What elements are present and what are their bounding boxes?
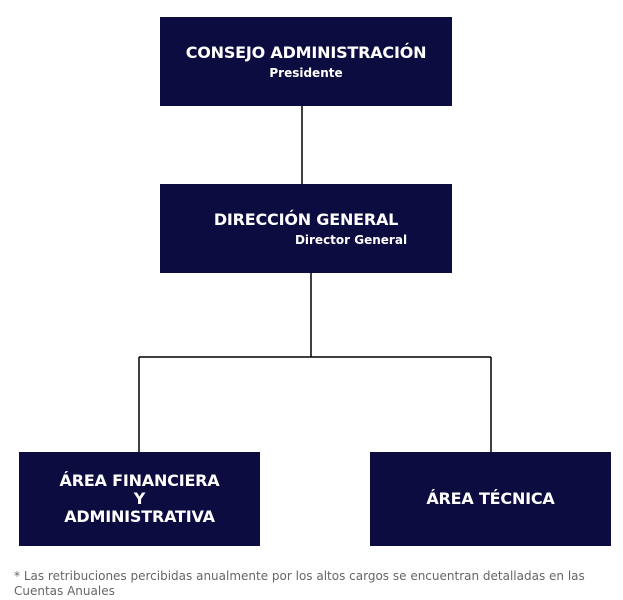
- consejo-title: CONSEJO ADMINISTRACIÓN: [185, 42, 427, 62]
- consejo-subtitle: Presidente: [269, 65, 343, 80]
- financiera-title: ÁREA FINANCIERA Y ADMINISTRATIVA: [60, 472, 220, 526]
- footnote: * Las retribuciones percibidas anualment…: [14, 569, 585, 598]
- financiera-line-1: ÁREA FINANCIERA: [59, 471, 220, 490]
- direccion-subtitle: Director General: [294, 232, 408, 247]
- financiera-line-2: Y: [133, 489, 146, 508]
- area-financiera-box: ÁREA FINANCIERA Y ADMINISTRATIVA: [19, 452, 260, 546]
- direccion-title: DIRECCIÓN GENERAL: [213, 209, 399, 229]
- consejo-administracion-box: CONSEJO ADMINISTRACIÓN Presidente: [160, 17, 452, 106]
- tecnica-title: ÁREA TÉCNICA: [426, 489, 555, 508]
- financiera-line-3: ADMINISTRATIVA: [64, 507, 215, 526]
- area-tecnica-box: ÁREA TÉCNICA: [370, 452, 611, 546]
- direccion-general-box: DIRECCIÓN GENERAL Director General: [160, 184, 452, 273]
